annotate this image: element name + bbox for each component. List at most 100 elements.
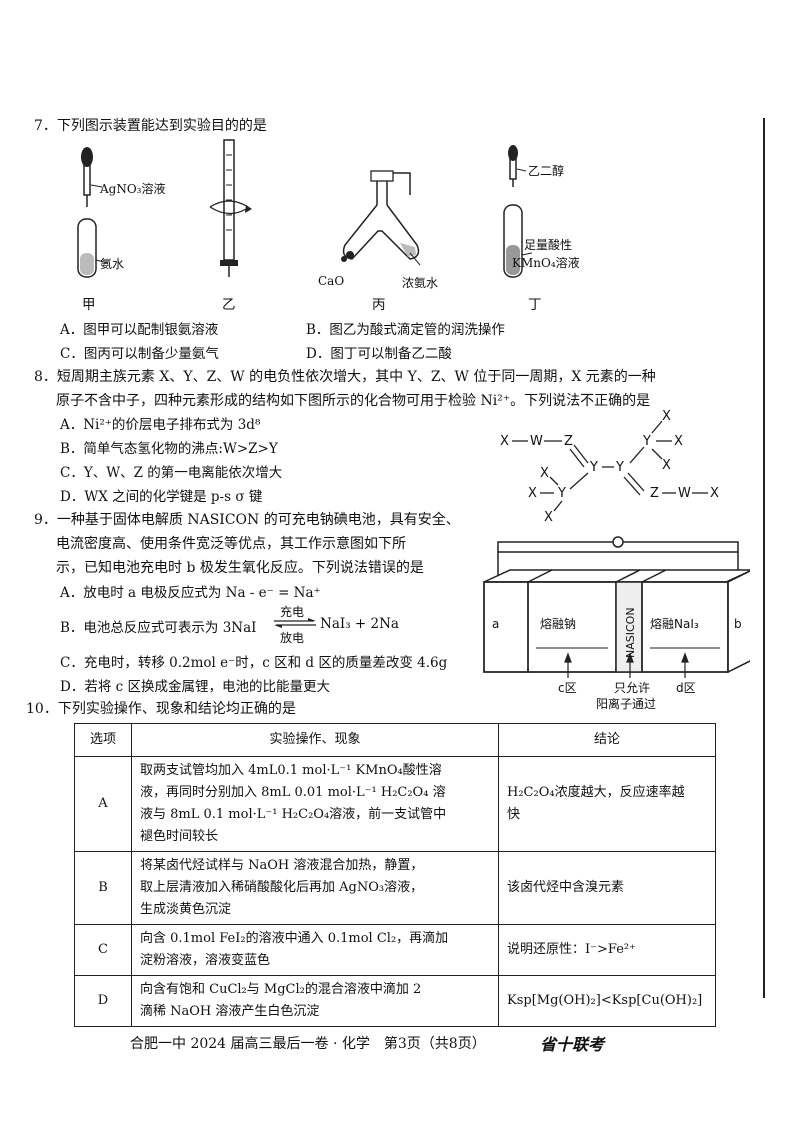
q7-option-c: C．图丙可以制备少量氨气	[60, 346, 219, 362]
table-header-row: 选项 实验操作、现象 结论	[74, 723, 716, 757]
q7-option-d: D．图丁可以制备乙二酸	[306, 346, 452, 362]
label-molten-nai3: 熔融NaI₃	[650, 616, 699, 631]
q9-option-a: A．放电时 a 电极反应式为 Na - e⁻ = Na⁺	[60, 585, 321, 601]
row-conclusion-line: H₂C₂O₄浓度越大，反应速率越	[507, 785, 685, 800]
q8-option-a: A．Ni²⁺的价层电子排布式为 3d⁸	[60, 417, 261, 433]
header-conclusion: 结论	[498, 723, 716, 757]
q7-apparatus-figure	[77, 139, 533, 278]
q9-stem-line2: 电流密度高、使用条件宽泛等优点，其工作示意图如下所	[56, 536, 406, 552]
q9-option-c: C．充电时，转移 0.2mol e⁻时，c 区和 d 区的质量差改变 4.6g	[60, 655, 448, 671]
row-operation-line: 向含有饱和 CuCl₂与 MgCl₂的混合溶液中滴加 2	[140, 982, 422, 997]
q8-option-c: C．Y、W、Z 的第一电离能依次增大	[60, 465, 283, 481]
label-cation-pass: 阳离子通过	[596, 696, 656, 711]
label-molten-na: 熔融钠	[540, 616, 576, 631]
q9-option-b-prefix: B．电池总反应式可表示为 3NaI	[60, 620, 257, 636]
apparatus-yi	[209, 139, 252, 277]
apparatus-bing	[341, 170, 421, 266]
q8-stem-line1: 8．短周期主族元素 X、Y、Z、W 的电负性依次增大，其中 Y、Z、W 位于同一…	[34, 369, 656, 385]
label-kmno4-1: 足量酸性	[524, 238, 573, 252]
table-row: B 将某卤代烃试样与 NaOH 溶液混合加热，静置， 取上层清液加入稀硝酸酸化后…	[74, 851, 716, 925]
row-conclusion-line: Ksp[Mg(OH)₂]<Ksp[Cu(OH)₂]	[507, 993, 703, 1008]
margin-rule	[763, 118, 765, 998]
table-row: C 向含 0.1mol FeI₂的溶液中通入 0.1mol Cl₂，再滴加 淀粉…	[74, 924, 716, 976]
row-conclusion-line: 说明还原性：I⁻>Fe²⁺	[507, 942, 636, 957]
q8-option-b: B．简单气态氢化物的沸点:W>Z>Y	[60, 441, 278, 457]
atom-x-7: X	[544, 510, 553, 525]
atom-y-2: Y	[615, 460, 624, 475]
row-operation: 将某卤代烃试样与 NaOH 溶液混合加热，静置， 取上层清液加入稀硝酸酸化后再加…	[131, 851, 499, 925]
label-d-zone: d区	[676, 681, 696, 695]
apparatus-ding	[503, 145, 533, 278]
row-operation-line: 向含 0.1mol FeI₂的溶液中通入 0.1mol Cl₂，再滴加	[140, 931, 449, 946]
label-ethylene-glycol: 乙二醇	[528, 164, 565, 178]
label-ding: 丁	[528, 297, 542, 313]
q7-stem: 7．下列图示装置能达到实验目的的是	[34, 118, 267, 134]
atom-w-2: W	[678, 486, 691, 501]
row-operation: 向含 0.1mol FeI₂的溶液中通入 0.1mol Cl₂，再滴加 淀粉溶液…	[131, 924, 499, 976]
q9-stem-line1: 9．一种基于固体电解质 NASICON 的可充电钠碘电池，具有安全、	[34, 512, 460, 528]
label-jia: 甲	[82, 297, 96, 313]
q9-option-d: D．若将 c 区换成金属锂，电池的比能量更大	[60, 679, 330, 695]
atom-x-3: X	[674, 434, 683, 449]
row-operation-line: 褪色时间较长	[140, 829, 219, 844]
q10-table: 选项 实验操作、现象 结论 A 取两支试管均加入 4mL0.1 mol·L⁻¹ …	[74, 723, 716, 1027]
row-conclusion: Ksp[Mg(OH)₂]<Ksp[Cu(OH)₂]	[498, 975, 716, 1027]
atom-y-1: Y	[589, 460, 598, 475]
atom-x-2: X	[662, 409, 671, 424]
electrode-b: b	[734, 617, 742, 631]
page-footer: 合肥一中 2024 届高三最后一卷 · 化学 第3页（共8页）	[130, 1036, 486, 1052]
row-conclusion-line: 该卤代烃中含溴元素	[507, 880, 625, 895]
label-nasicon: NASICON	[624, 607, 637, 658]
row-operation-line: 取上层清液加入稀硝酸酸化后再加 AgNO₃溶液，	[140, 880, 424, 895]
row-operation-line: 液，再同时分别加入 8mL 0.01 mol·L⁻¹ H₂C₂O₄ 溶	[140, 785, 446, 800]
atom-x-4: X	[662, 458, 671, 473]
row-option: B	[74, 851, 132, 925]
atom-z-1: Z	[564, 434, 573, 449]
q9-option-b-suffix: NaI₃ + 2Na	[320, 616, 399, 632]
atom-x-5: X	[540, 466, 549, 481]
row-operation-line: 滴稀 NaOH 溶液产生白色沉淀	[140, 1004, 320, 1019]
atom-y-3: Y	[642, 434, 651, 449]
label-only-allow: 只允许	[614, 680, 650, 695]
atom-x-8: X	[710, 486, 719, 501]
row-option: A	[74, 756, 132, 852]
row-conclusion: H₂C₂O₄浓度越大，反应速率越 快	[498, 756, 716, 852]
q8-structure-diagram: X W Z Y Y Y X X X Y X X X Z W X	[500, 409, 719, 525]
header-option: 选项	[74, 723, 132, 757]
q7-option-b: B．图乙为酸式滴定管的润洗操作	[306, 322, 505, 338]
row-operation-line: 生成淡黄色沉淀	[140, 902, 232, 917]
label-agno3: AgNO₃溶液	[100, 182, 166, 196]
q10-stem: 10．下列实验操作、现象和结论均正确的是	[26, 701, 296, 717]
row-conclusion: 说明还原性：I⁻>Fe²⁺	[498, 924, 716, 976]
label-nongan: 浓氨水	[402, 276, 439, 290]
electrode-a: a	[492, 617, 499, 631]
table-row: D 向含有饱和 CuCl₂与 MgCl₂的混合溶液中滴加 2 滴稀 NaOH 溶…	[74, 975, 716, 1027]
footer-stamp: 省十联考	[540, 1035, 605, 1054]
label-cao: CaO	[318, 274, 345, 288]
q9-battery-diagram: a b 熔融钠 熔融NaI₃ NASICON c区 只允许 阳离子通过 d区	[483, 536, 750, 711]
reversible-arrow-icon	[274, 618, 316, 628]
label-kmno4-2: KMnO₄溶液	[512, 256, 580, 270]
label-c-zone: c区	[558, 681, 577, 695]
label-yi: 乙	[222, 297, 236, 313]
table-row: A 取两支试管均加入 4mL0.1 mol·L⁻¹ KMnO₄酸性溶 液，再同时…	[74, 756, 716, 852]
row-option: C	[74, 924, 132, 976]
row-conclusion-line: 快	[507, 807, 521, 822]
label-ammonia: 氨水	[100, 257, 125, 271]
atom-x-6: X	[528, 486, 537, 501]
q9-option-b-charge: 充电	[280, 605, 305, 619]
atom-x-1: X	[500, 434, 509, 449]
row-operation-line: 将某卤代烃试样与 NaOH 溶液混合加热，静置，	[140, 858, 424, 873]
q8-stem-line2: 原子不含中子，四种元素形成的结构如下图所示的化合物可用于检验 Ni²⁺。下列说法…	[56, 393, 651, 409]
q8-option-d: D．WX 之间的化学键是 p-s σ 键	[60, 489, 263, 505]
row-option: D	[74, 975, 132, 1027]
header-operation: 实验操作、现象	[131, 723, 499, 757]
apparatus-jia	[77, 147, 109, 278]
row-operation-line: 取两支试管均加入 4mL0.1 mol·L⁻¹ KMnO₄酸性溶	[140, 763, 442, 778]
row-operation: 取两支试管均加入 4mL0.1 mol·L⁻¹ KMnO₄酸性溶 液，再同时分别…	[131, 756, 499, 852]
q7-option-a: A．图甲可以配制银氨溶液	[60, 322, 219, 338]
row-conclusion: 该卤代烃中含溴元素	[498, 851, 716, 925]
row-operation-line: 液与 8mL 0.1 mol·L⁻¹ H₂C₂O₄溶液，前一支试管中	[140, 807, 447, 822]
atom-y-4: Y	[557, 486, 566, 501]
label-bing: 丙	[372, 297, 386, 313]
